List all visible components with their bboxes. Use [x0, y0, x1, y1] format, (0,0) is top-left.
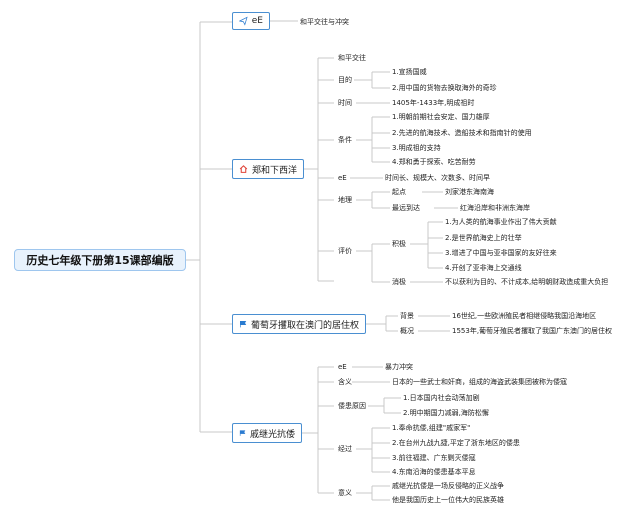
zh-zuiyuan-label: 最远到达: [392, 204, 420, 212]
qjg-jingguo-label: 经过: [338, 445, 352, 453]
zh-ee-label: eE: [338, 174, 347, 182]
zh-heping: 和平交往: [338, 54, 366, 62]
qjg-yiyi-item: 戚继光抗倭是一场反侵略的正义战争: [392, 482, 504, 490]
zh-mudi-item: 1.宣扬国威: [392, 68, 427, 76]
zh-tiaojian-item: 2.先进的航海技术、造船技术和指南针的使用: [392, 129, 532, 137]
branch-zhenghe-topic[interactable]: 郑和下西洋: [232, 159, 304, 179]
child-connector: [418, 315, 450, 332]
qjg-ee-label: eE: [338, 363, 347, 371]
zh-qidian-value: 刘家港东海南海: [445, 188, 494, 196]
zh-tiaojian-label: 条件: [338, 136, 352, 144]
zh-zuiyuan-value: 红海沿岸和非洲东海岸: [460, 204, 530, 212]
paper-plane-icon: [239, 16, 248, 26]
macau-beijing-label: 背景: [400, 312, 414, 320]
zh-mudi-label: 目的: [338, 76, 352, 84]
zh-tiaojian-item: 3.明成祖的支持: [392, 144, 441, 152]
zh-pingjia-label: 评价: [338, 247, 352, 255]
zh-xiaoji-value: 不以获利为目的、不计成本,给明朝财政造成重大负担: [445, 278, 609, 286]
flag-icon: [239, 430, 246, 436]
home-icon: [239, 165, 248, 173]
child-connector: [356, 243, 390, 283]
qjg-yiyi-label: 意义: [338, 489, 352, 497]
zh-xiaoji-label: 消极: [392, 278, 406, 286]
qjg-yiyi-item: 他是我国历史上一位伟大的民族英雄: [392, 496, 504, 504]
child-connector: [354, 71, 390, 89]
zh-jiji-item: 4.开创了亚非海上交通线: [445, 264, 522, 272]
zh-shijian-label: 时间: [338, 99, 352, 107]
branch-zhenghe-label: 郑和下西洋: [251, 165, 297, 176]
qjg-jingguo-item: 2.在台州九战九捷,平定了浙东地区的倭患: [392, 439, 520, 447]
qjg-jingguo-item: 1.奉命抗倭,组建"戚家军": [392, 424, 471, 432]
macau-gaikuang-label: 概况: [400, 327, 414, 335]
zh-jiji-item: 3.增进了中国与亚非国家的友好往来: [445, 249, 557, 257]
macau-gaikuang-value: 1553年,葡萄牙殖民者攫取了我国广东澳门的居住权: [452, 327, 613, 335]
zh-ee-value: 时间长、规模大、次数多、时间早: [385, 174, 490, 182]
zh-jiji-item: 2.是世界航海史上的壮举: [445, 234, 522, 242]
flag-icon: [239, 321, 247, 328]
branch-qijiguang-label: 戚继光抗倭: [249, 429, 295, 440]
zh-jiji-label: 积极: [392, 240, 406, 248]
qjg-hanyi-label: 含义: [338, 378, 352, 386]
ee-child: 和平交往与冲突: [300, 18, 349, 26]
root-topic[interactable]: 历史七年级下册第15课部编版: [14, 249, 186, 271]
branch-macau-label: 葡萄牙攫取在澳门的居住权: [250, 320, 359, 331]
zh-tiaojian-item: 4.郑和勇于探索、吃苦耐劳: [392, 158, 476, 166]
qjg-yuanyin-label: 倭患原因: [338, 402, 366, 410]
branch-ee-topic[interactable]: eE: [232, 12, 270, 30]
child-connector: [410, 222, 429, 268]
zh-jiji-item: 1.为人类的航海事业作出了伟大贡献: [445, 218, 557, 226]
qjg-ee-value: 暴力冲突: [385, 363, 413, 371]
qjg-jingguo-item: 4.东南沿海的倭患基本平息: [392, 468, 476, 476]
qjg-yuanyin-item: 2.明中期国力减弱,海防松懈: [403, 409, 489, 417]
branch-macau-topic[interactable]: 葡萄牙攫取在澳门的居住权: [232, 314, 366, 334]
zh-dili-label: 地理: [338, 196, 352, 204]
child-connector: [368, 397, 401, 414]
macau-beijing-value: 16世纪,一些欧洲殖民者相继侵略我国沿海地区: [452, 312, 597, 320]
zh-tiaojian-item: 1.明朝前期社会安定、国力雄厚: [392, 113, 490, 121]
zh-qidian-label: 起点: [392, 188, 406, 196]
zh-mudi-item: 2.用中国的货物去换取海外的奇珍: [392, 84, 497, 92]
qjg-hanyi-value: 日本的一些武士和奸商，组成的海盗武装集团被称为倭寇: [392, 378, 567, 386]
qjg-yuanyin-item: 1.日本国内社会动荡加剧: [403, 394, 480, 402]
child-connector: [366, 315, 398, 332]
branch-qijiguang-topic[interactable]: 戚继光抗倭: [232, 423, 302, 443]
child-connector: [356, 428, 373, 472]
child-connector: [356, 485, 390, 501]
child-connector: [356, 117, 373, 162]
child-connector: [422, 191, 458, 209]
branch-ee-label: eE: [251, 16, 263, 26]
child-connector: [356, 191, 390, 209]
child-connector: [352, 366, 390, 383]
zh-shijian-value: 1405年-1433年,明成祖时: [392, 99, 475, 107]
qjg-jingguo-item: 3.前往福建、广东剿灭倭寇: [392, 454, 476, 462]
